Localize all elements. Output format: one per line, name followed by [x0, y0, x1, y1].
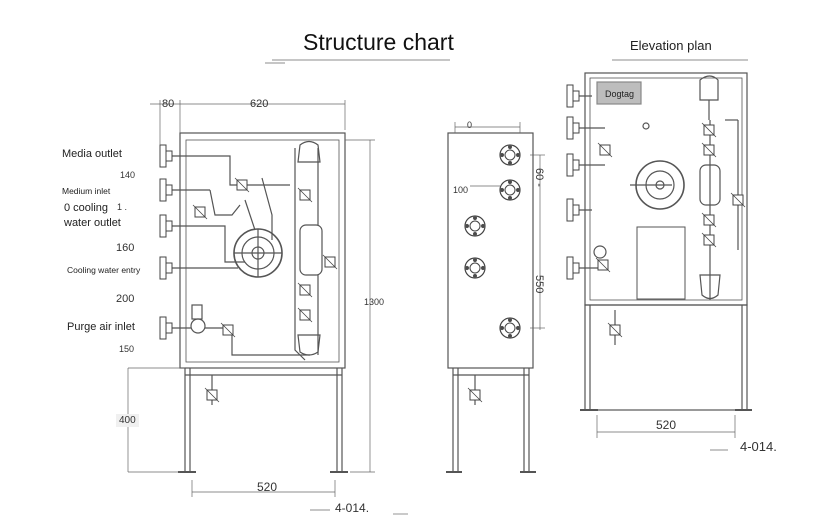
front-cabinet: [179, 132, 346, 369]
cooling-water-outlet-label-2: water outlet: [64, 217, 121, 229]
dim-520-front: 520: [257, 480, 278, 494]
side-dim-60: 60 -: [533, 168, 545, 187]
media-outlet-label: Media outlet: [62, 148, 122, 160]
side-dim-0: 0: [467, 120, 473, 130]
dim-400: 400: [116, 414, 139, 427]
dim-4-014-front: 4-014.: [335, 501, 370, 515]
page-title: Structure chart: [303, 29, 454, 55]
elevation-dimensions: [596, 59, 748, 451]
elevation-title: Elevation plan: [630, 38, 712, 53]
dim-620: 620: [250, 98, 269, 110]
side-dim-550: 550: [533, 275, 545, 294]
dogtag-label: Dogtag: [599, 85, 641, 103]
front-view: [159, 132, 348, 473]
side-view: [446, 132, 536, 473]
dim-140: 140: [120, 170, 136, 180]
dim-80: 80: [162, 98, 175, 110]
dim-1300: 1300: [364, 297, 385, 307]
medium-inlet-label: Medium inlet: [62, 186, 111, 196]
cooling-water-outlet-label-1: 0 cooling: [64, 202, 109, 214]
dim-520-elevation: 520: [656, 418, 677, 432]
elevation-cabinet: [584, 72, 748, 306]
side-dimensions: [454, 122, 545, 330]
side-dim-100: 100: [453, 185, 469, 195]
dim-160: 160: [116, 242, 135, 254]
side-cabinet: [447, 132, 534, 369]
dim-200: 200: [116, 293, 135, 305]
dim-4-014-elevation: 4-014.: [740, 439, 777, 454]
dim-1: 1 .: [117, 202, 128, 212]
purge-air-inlet-label: Purge air inlet: [67, 321, 135, 333]
dim-150: 150: [119, 344, 135, 354]
front-dimensions: [127, 59, 450, 515]
elevation-view: [566, 72, 752, 411]
cooling-water-entry-label: Cooling water entry: [67, 265, 141, 275]
